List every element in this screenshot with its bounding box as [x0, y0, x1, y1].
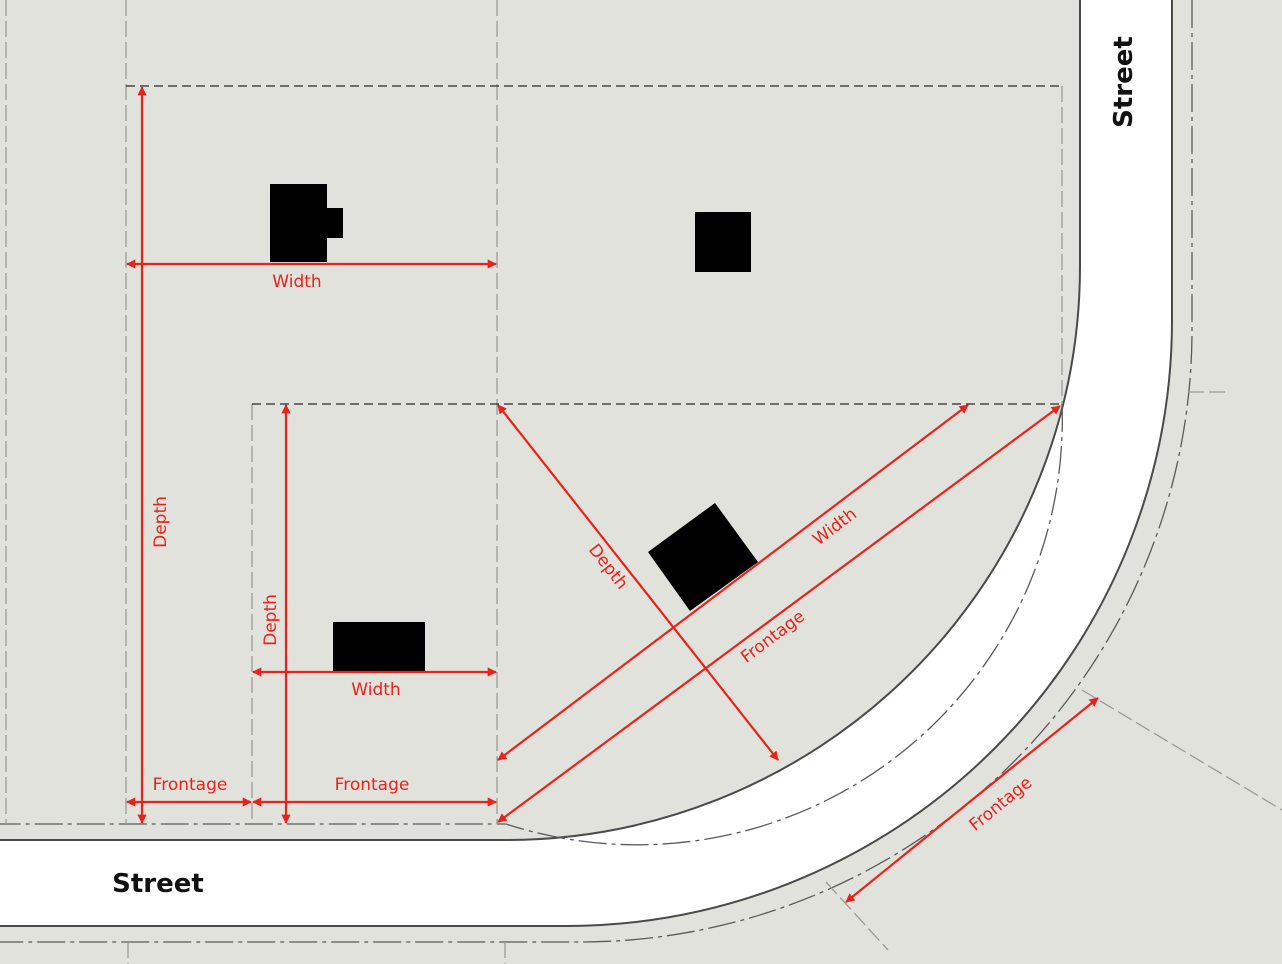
- dimension-corner-frontage: [497, 405, 1061, 823]
- label-lot-b-depth: Depth: [261, 594, 281, 646]
- dimension-outer-frontage: [845, 697, 1099, 903]
- building-lot-b: [333, 622, 425, 671]
- building-lot-upper-right: [695, 212, 751, 272]
- lot-line: [825, 881, 889, 951]
- label-lot-a-frontage: Frontage: [153, 775, 228, 795]
- label-lot-a-width: Width: [272, 272, 321, 292]
- street-name-right: Street: [1109, 36, 1139, 128]
- label-lot-b-width: Width: [351, 680, 400, 700]
- building-lot-a: [270, 184, 343, 262]
- street-name-bottom: Street: [112, 869, 204, 899]
- lot-line: [1081, 689, 1282, 811]
- label-lot-a-depth: Depth: [151, 496, 171, 548]
- label-lot-b-frontage: Frontage: [335, 775, 410, 795]
